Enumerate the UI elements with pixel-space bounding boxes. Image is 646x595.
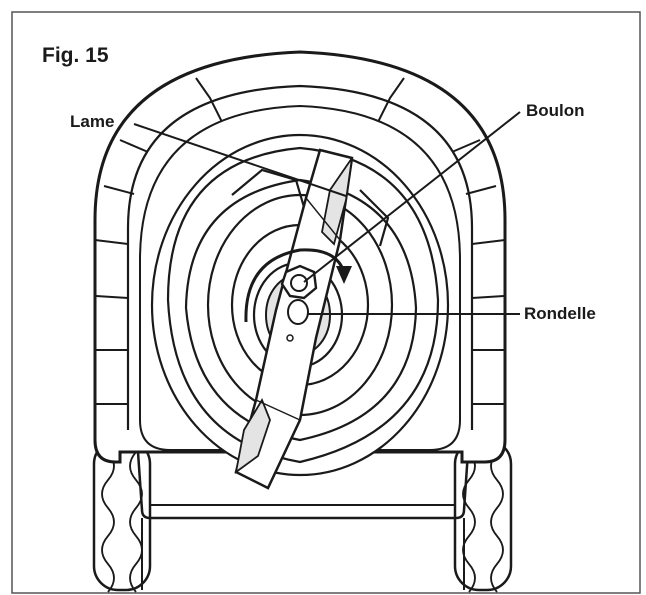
label-blade: Lame bbox=[70, 112, 115, 131]
deck-inner-rim bbox=[126, 84, 474, 430]
bolt bbox=[280, 264, 318, 300]
leader-bolt bbox=[303, 111, 521, 283]
leader-lines bbox=[133, 111, 521, 315]
figure-title: Fig. 15 bbox=[42, 44, 109, 67]
leader-blade bbox=[133, 123, 347, 197]
label-bolt: Boulon bbox=[526, 101, 585, 120]
rear-frame bbox=[120, 450, 486, 590]
left-wheel bbox=[92, 438, 152, 593]
figure-border bbox=[11, 11, 641, 594]
label-washer: Rondelle bbox=[524, 304, 596, 323]
right-wheel bbox=[453, 438, 513, 593]
washer bbox=[286, 299, 309, 342]
